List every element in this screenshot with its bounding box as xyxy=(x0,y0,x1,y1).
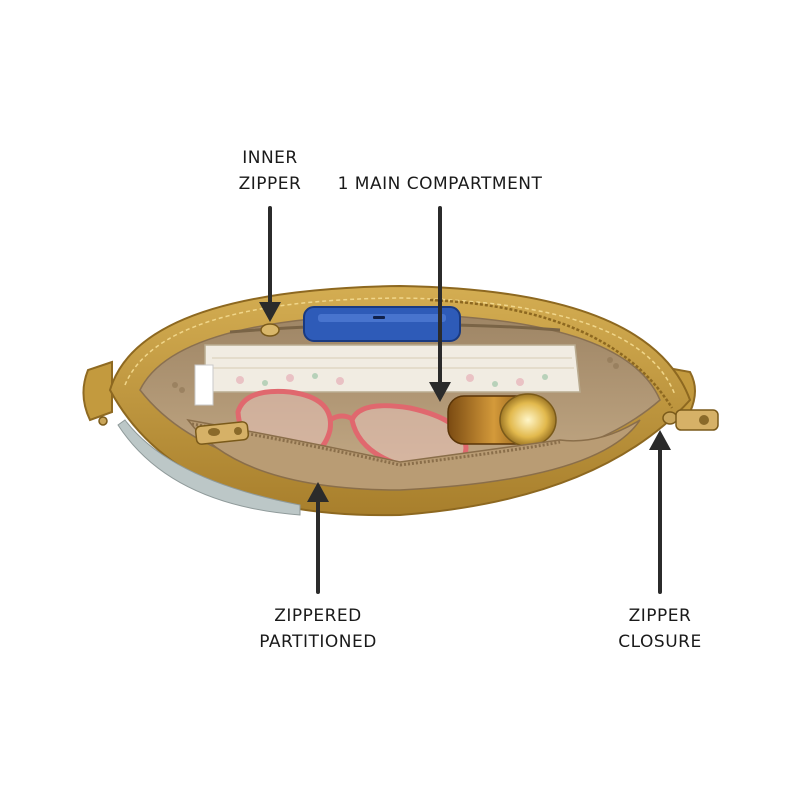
arrow-main-compartment xyxy=(429,206,451,402)
cylinder-item xyxy=(447,393,557,447)
bag-side-panel xyxy=(117,419,301,516)
partition-zipper-pull xyxy=(194,421,250,445)
phone-item xyxy=(303,306,461,342)
label-zipper-closure-line2: CLOSURE xyxy=(618,632,702,652)
label-main-compartment: 1 MAIN COMPARTMENT xyxy=(335,171,545,197)
label-main-compartment-line1: 1 MAIN COMPARTMENT xyxy=(337,174,543,194)
inner-zipper-pull xyxy=(260,323,280,337)
main-zipper-pull xyxy=(662,409,719,431)
main-zipper-track xyxy=(429,298,674,409)
partition-zipper-track xyxy=(191,422,561,467)
left-strap-tab xyxy=(82,360,113,426)
label-zipper-closure-line1: ZIPPER xyxy=(628,606,692,626)
arrow-zippered-partitioned xyxy=(307,482,329,594)
label-zippered-partitioned: ZIPPERED PARTITIONED xyxy=(248,603,388,655)
notebook-item xyxy=(194,344,581,406)
label-zippered-partitioned-line2: PARTITIONED xyxy=(259,632,377,652)
arrow-inner-zipper xyxy=(259,206,281,322)
label-inner-zipper: INNER ZIPPER xyxy=(222,145,318,197)
label-inner-zipper-line1: INNER xyxy=(242,148,298,168)
label-inner-zipper-line2: ZIPPER xyxy=(238,174,302,194)
label-zippered-partitioned-line1: ZIPPERED xyxy=(274,606,362,626)
label-zipper-closure: ZIPPER CLOSURE xyxy=(610,603,710,655)
arrow-zipper-closure xyxy=(649,430,671,594)
partition-pocket xyxy=(186,418,641,491)
